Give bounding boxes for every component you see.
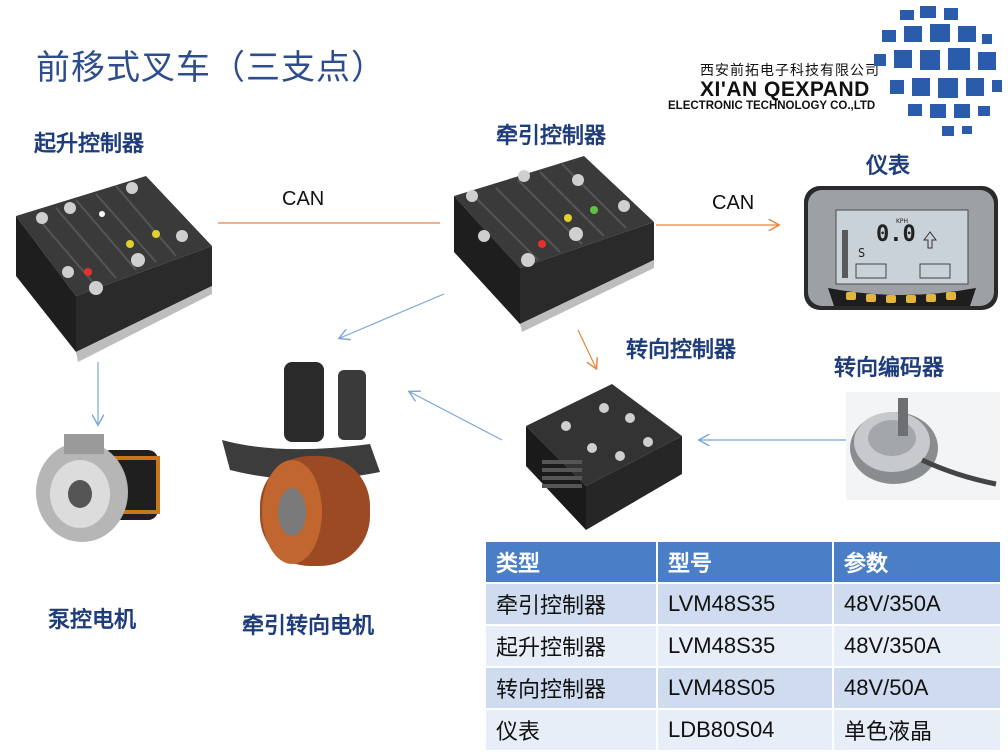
- arrow-traction-to-motor: [340, 293, 445, 338]
- table-row: 牵引控制器 LVM48S35 48V/350A: [486, 582, 1002, 625]
- cell-type: 牵引控制器: [486, 582, 658, 625]
- cell-type: 仪表: [486, 708, 658, 750]
- meter-gear-readout: S: [858, 246, 866, 260]
- traction-controller-image: [454, 156, 654, 332]
- pump-motor-label: 泵控电机: [48, 608, 137, 633]
- meter-label: 仪表: [866, 154, 911, 179]
- page-title: 前移式叉车（三支点）: [36, 48, 386, 88]
- table-row: 转向控制器 LVM48S05 48V/50A: [486, 666, 1002, 709]
- cell-model: LVM48S35: [657, 624, 834, 667]
- steering-encoder-label: 转向编码器: [834, 356, 945, 381]
- company-name-en2: ELECTRONIC TECHNOLOGY CO.,LTD: [668, 100, 876, 112]
- lift-controller-image: [16, 176, 212, 362]
- arrow-to-steering-controller: [577, 329, 596, 368]
- header-type: 类型: [486, 542, 658, 583]
- cell-type: 起升控制器: [486, 624, 658, 667]
- steering-controller-image: [526, 384, 682, 530]
- cell-type: 转向控制器: [486, 666, 658, 709]
- table-row: 仪表 LDB80S04 单色液晶: [486, 708, 1002, 750]
- company-name-cn: 西安前拓电子科技有限公司: [700, 63, 880, 79]
- meter-image: [804, 186, 998, 310]
- lift-controller-label: 起升控制器: [34, 132, 145, 157]
- pump-motor-image: [36, 434, 160, 542]
- cell-params: 单色液晶: [833, 708, 1002, 750]
- cell-params: 48V/350A: [833, 582, 1002, 625]
- traction-steering-motor-image: [222, 362, 380, 566]
- cell-model: LDB80S04: [657, 708, 834, 750]
- can-label-2: CAN: [712, 192, 755, 214]
- table-row: 起升控制器 LVM48S35 48V/350A: [486, 624, 1002, 667]
- cell-params: 48V/50A: [833, 666, 1002, 709]
- can-label-1: CAN: [282, 188, 325, 210]
- header-model: 型号: [657, 542, 834, 583]
- company-logo-icon: [874, 6, 1002, 136]
- header-params: 参数: [833, 542, 1002, 583]
- cell-params: 48V/350A: [833, 624, 1002, 667]
- table-header-row: 类型 型号 参数: [486, 542, 1002, 583]
- steering-controller-label: 转向控制器: [626, 338, 737, 363]
- traction-controller-label: 牵引控制器: [496, 124, 607, 149]
- cell-model: LVM48S05: [657, 666, 834, 709]
- traction-steering-motor-label: 牵引转向电机: [242, 614, 375, 639]
- meter-unit-readout: KPH: [896, 218, 909, 225]
- steering-encoder-image: [846, 392, 1000, 500]
- cell-model: LVM48S35: [657, 582, 834, 625]
- meter-speed-readout: 0.0: [876, 222, 916, 247]
- company-name-en: XI'AN QEXPAND: [700, 78, 870, 101]
- spec-table: 类型 型号 参数 牵引控制器 LVM48S35 48V/350A 起升控制器 L…: [486, 542, 1002, 750]
- arrow-steering-to-motor: [410, 392, 503, 441]
